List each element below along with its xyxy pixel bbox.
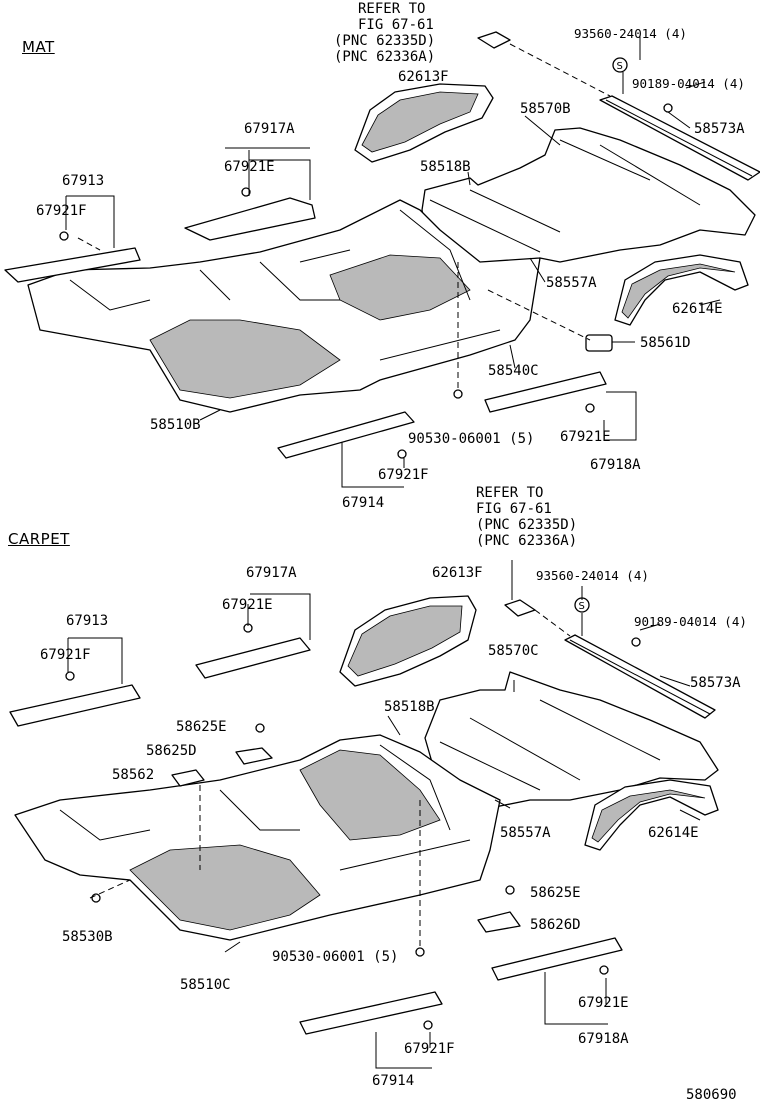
part-label-58561d: 58561D [640,335,691,351]
part-label-62614e: 62614E [648,825,699,841]
part-label-62613f: 62613F [398,69,449,85]
pad-58562 [171,769,205,787]
part-label-67921f-b: 67921F [404,1041,455,1057]
part-label-67918a: 67918A [590,457,641,473]
refer-line-3: (PNC 62335D) [476,517,578,533]
refer-line-1: REFER TO [476,485,544,501]
sill-trim-67914 [277,411,415,459]
sill-trim-67917a [184,197,316,241]
part-label-58573a: 58573A [694,121,745,137]
front-floor-mat-58510b [27,199,541,413]
svg-text:S: S [579,601,585,612]
part-label-58518b: 58518B [384,699,435,715]
sill-trim-67913-carpet [9,684,141,727]
part-label-62613f: 62613F [432,565,483,581]
part-label-67914: 67914 [342,495,385,511]
part-label-90530-06001: 90530-06001 (5) [408,431,535,447]
part-label-67913: 67913 [66,613,109,629]
part-label-67917a: 67917A [244,121,295,137]
refer-line-1: REFER TO [358,1,426,17]
part-label-58626d: 58626D [530,917,581,933]
part-label-58510b: 58510B [150,417,201,433]
sill-trim-67914-carpet [299,991,443,1035]
part-label-62614e: 62614E [672,301,723,317]
part-label-58530b: 58530B [62,929,113,945]
part-label-67921f: 67921F [40,647,91,663]
refer-line-2: FIG 67-61 [358,17,434,33]
part-label-90189-04014: 90189-04014 (4) [632,76,745,91]
part-label-58570c: 58570C [488,643,539,659]
rear-carpet-58570c [424,671,719,809]
sill-trim-67917a-carpet [195,637,311,679]
pad-58625d [235,747,273,765]
refer-line-3: (PNC 62335D) [334,33,436,49]
part-label-67921e: 67921E [222,597,273,613]
part-label-90530-06001: 90530-06001 (5) [272,949,399,965]
part-label-58573a: 58573A [690,675,741,691]
part-label-58625e: 58625E [176,719,227,735]
part-label-58557a: 58557A [500,825,551,841]
part-label-58570b: 58570B [520,101,571,117]
s-mark-symbol [612,57,628,73]
part-label-67921e: 67921E [224,159,275,175]
pad-58626d [477,911,521,933]
sill-trim-67918a [484,371,607,413]
svg-text:S: S [617,61,623,72]
part-label-58625e-b: 58625E [530,885,581,901]
plug-58561d [585,334,613,352]
part-label-67917a: 67917A [246,565,297,581]
sill-trim-67913 [4,247,141,283]
carpet-section-drawing: S [9,560,719,1069]
part-label-67914: 67914 [372,1073,415,1089]
part-label-67921e-b: 67921E [578,995,629,1011]
sill-trim-67918a-carpet [491,937,623,981]
part-label-58540c: 58540C [488,363,539,379]
part-label-67913: 67913 [62,173,105,189]
refer-line-2: FIG 67-61 [476,501,552,517]
part-label-93560-24014: 93560-24014 (4) [536,568,649,583]
wheelhouse-liner-62614e [614,254,749,326]
part-label-67921f-b: 67921F [378,467,429,483]
part-label-58625d: 58625D [146,743,197,759]
wheelhouse-liner-62614e-carpet [584,779,719,851]
section-heading-carpet: CARPET [8,530,70,548]
part-label-67921e-b: 67921E [560,429,611,445]
part-label-58557a: 58557A [546,275,597,291]
part-label-67921f: 67921F [36,203,87,219]
section-heading-mat: MAT [22,38,55,56]
refer-line-4: (PNC 62336A) [476,533,578,549]
part-label-58510c: 58510C [180,977,231,993]
part-label-67918a: 67918A [578,1031,629,1047]
part-label-58518b: 58518B [420,159,471,175]
mat-section-drawing: S [4,31,760,488]
part-label-58562: 58562 [112,767,155,783]
refer-line-4: (PNC 62336A) [334,49,436,65]
part-label-93560-24014: 93560-24014 (4) [574,26,687,41]
part-label-90189-04014: 90189-04014 (4) [634,614,747,629]
diagram-number: 580690 [686,1087,737,1103]
